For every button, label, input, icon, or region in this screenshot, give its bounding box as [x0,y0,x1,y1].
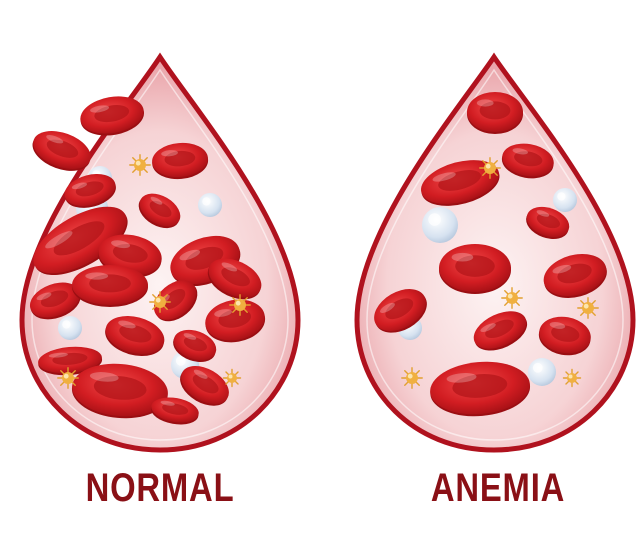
red-blood-cell [138,193,181,229]
red-blood-cell [150,397,199,425]
red-blood-cell [105,315,165,356]
platelet [129,154,151,176]
red-blood-cell [153,280,198,322]
white-blood-cell [528,358,556,386]
red-blood-cell [38,346,103,376]
red-blood-cell [501,143,554,179]
red-blood-cell [207,258,262,300]
red-blood-cell [538,316,591,356]
red-blood-cell [173,329,217,363]
white-blood-cell [422,207,458,243]
panel-normal [19,52,301,453]
red-blood-cell [180,366,229,406]
cells-normal [29,96,266,425]
red-blood-cell [33,206,128,276]
white-blood-cell [58,316,82,340]
red-blood-cell [72,265,148,307]
white-blood-cell [198,193,222,217]
label-anemia: ANEMIA [430,466,566,510]
drop-inner-line-anemia [366,68,624,441]
platelet [577,297,599,319]
red-blood-cell [543,253,607,298]
red-blood-cell [80,96,145,136]
platelet [149,291,171,313]
platelet [57,367,79,389]
red-blood-cell [473,311,528,351]
cells-anemia [374,92,607,417]
platelet [401,367,423,389]
red-blood-cell [467,92,523,134]
platelet [222,368,242,388]
red-blood-cell [430,361,531,417]
drop-inner-line-normal [31,68,289,441]
red-blood-cell [29,282,81,320]
red-blood-cell [152,142,209,180]
white-blood-cell [553,188,577,212]
red-blood-cell [439,244,511,294]
red-blood-cell [64,174,116,208]
red-blood-cell [32,131,91,171]
label-normal: NORMAL [85,466,235,510]
panel-anemia [354,52,636,453]
red-blood-cell [374,289,427,333]
platelet [479,157,501,179]
red-blood-cell [205,299,266,343]
platelet [229,294,251,316]
red-blood-cell [421,160,500,206]
platelet [562,368,582,388]
red-blood-cell [526,206,570,240]
red-blood-cell [71,363,168,419]
platelet [501,287,523,309]
